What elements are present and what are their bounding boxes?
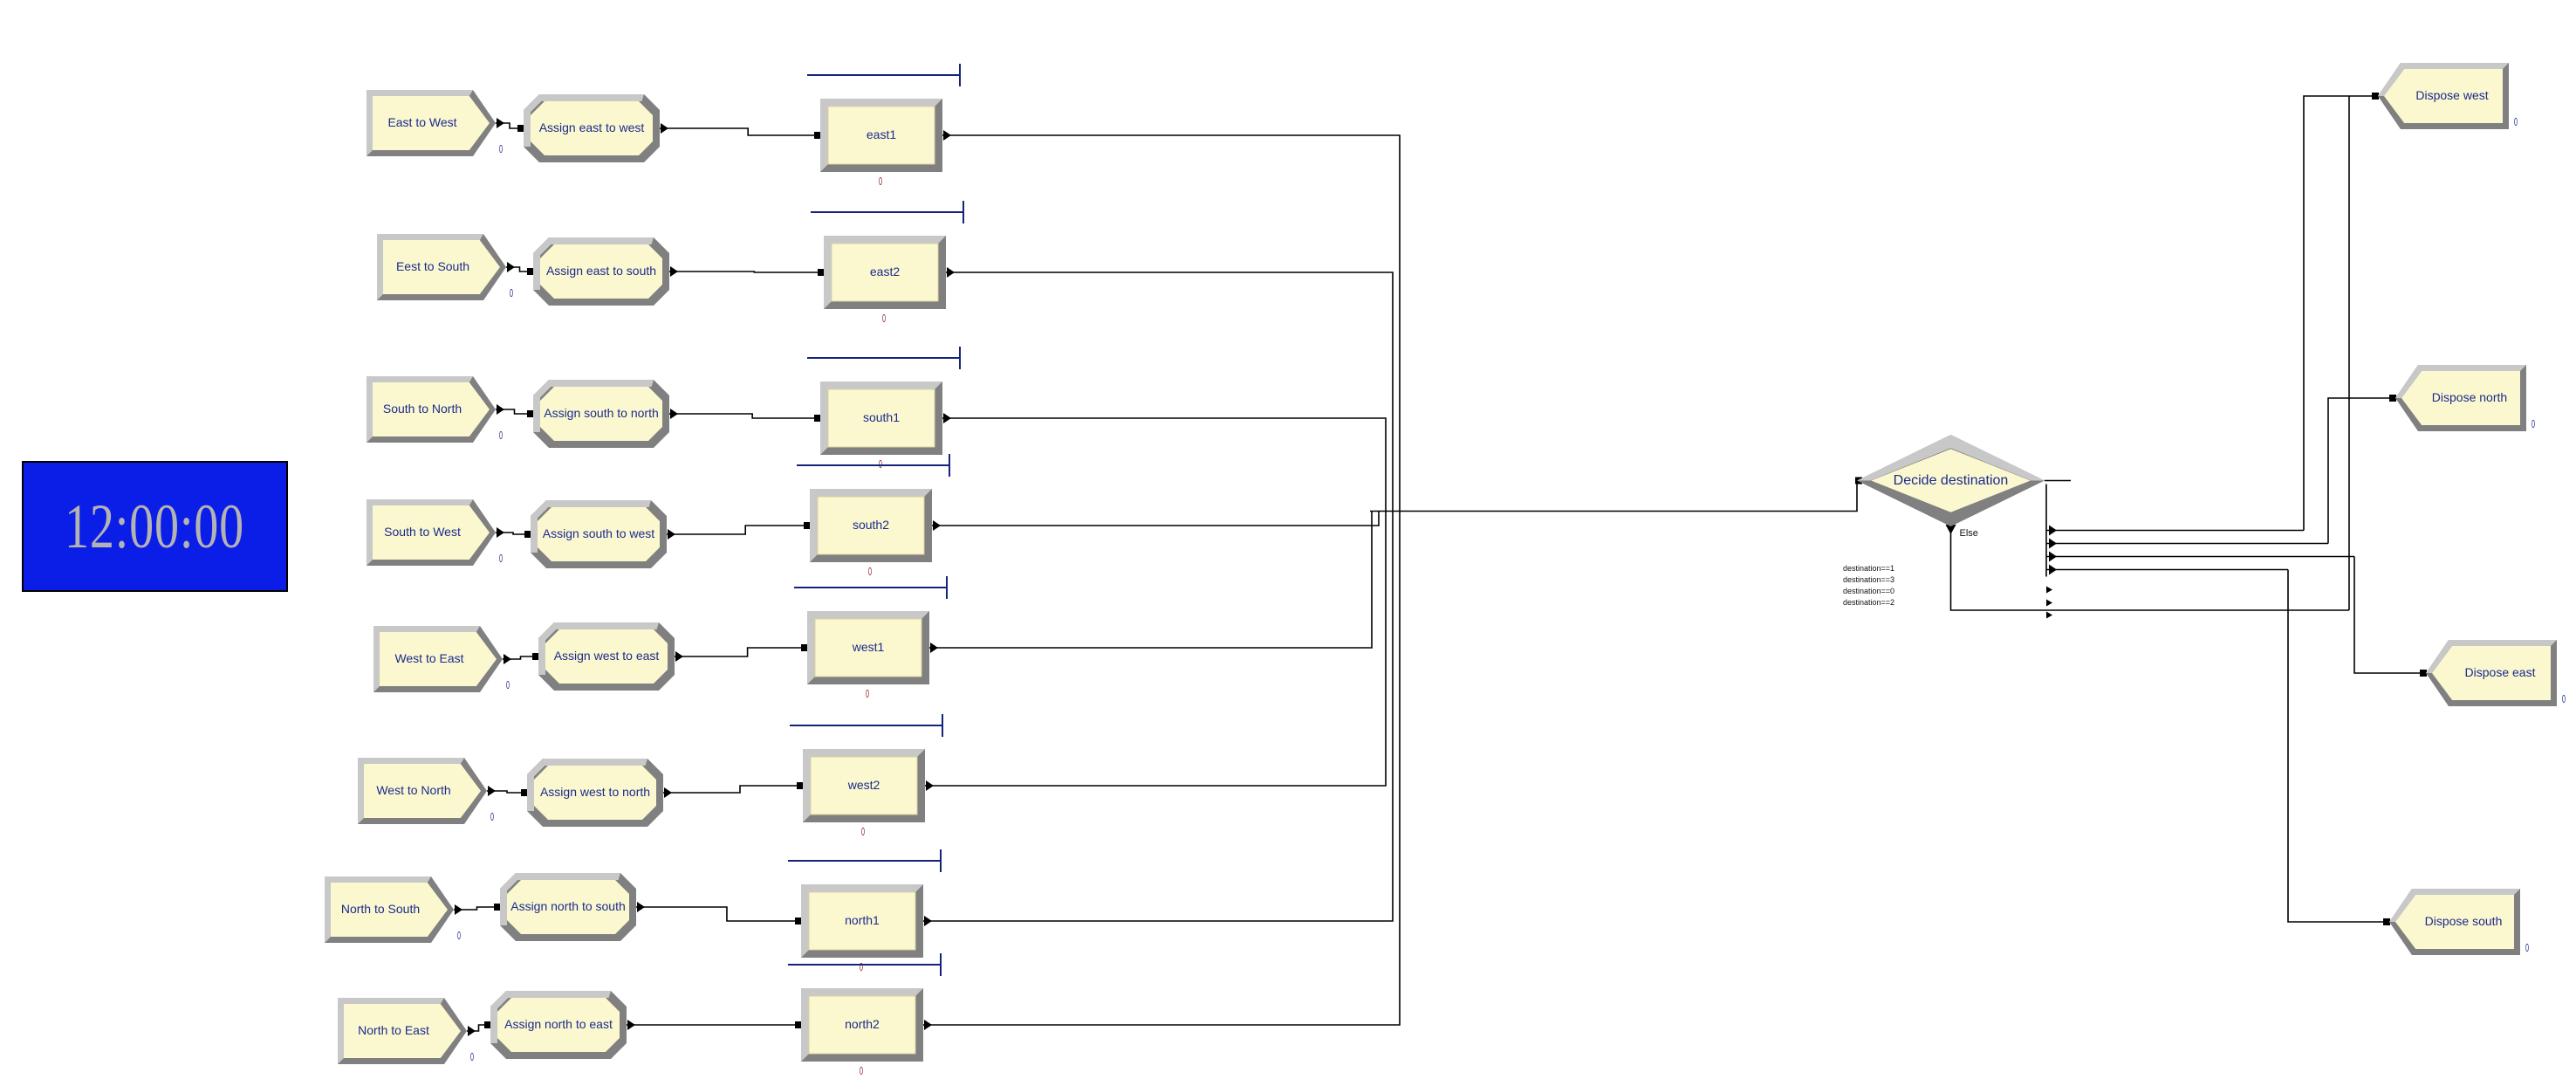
proc-east2-counter: 0 bbox=[882, 312, 886, 325]
simulation-clock: 12:00:00 bbox=[22, 461, 288, 592]
assign-west-to-east[interactable]: Assign west to east bbox=[538, 622, 675, 691]
src-north-to-east[interactable]: North to East bbox=[338, 998, 467, 1064]
queue-line bbox=[797, 464, 950, 466]
queue-line bbox=[790, 725, 943, 726]
queue-end-tick bbox=[959, 347, 961, 369]
queue-end-tick bbox=[959, 64, 961, 86]
src-south-to-north[interactable]: South to North bbox=[367, 376, 496, 443]
queue-line bbox=[807, 357, 961, 359]
queue-end-tick bbox=[949, 454, 950, 477]
proc-east1[interactable]: east1 bbox=[820, 99, 942, 172]
queue-end-tick bbox=[963, 201, 964, 223]
proc-south1[interactable]: south1 bbox=[820, 381, 942, 455]
proc-north2[interactable]: north2 bbox=[801, 988, 923, 1062]
proc-west1[interactable]: west1 bbox=[807, 611, 929, 684]
assign-east-to-south[interactable]: Assign east to south bbox=[533, 237, 669, 306]
src-west-to-north[interactable]: West to North bbox=[358, 758, 487, 824]
assign-south-to-north[interactable]: Assign south to north bbox=[533, 380, 669, 448]
queue-end-tick bbox=[942, 714, 943, 737]
decide-condition-2: destination==3 bbox=[1843, 575, 1895, 585]
src-south-to-north-counter: 0 bbox=[499, 429, 503, 442]
src-east-to-west-counter: 0 bbox=[499, 142, 503, 155]
queue-end-tick bbox=[946, 576, 948, 599]
proc-east2[interactable]: east2 bbox=[824, 236, 946, 309]
src-eest-to-south[interactable]: Eest to South bbox=[377, 234, 506, 300]
clock-time: 12:00:00 bbox=[65, 491, 245, 561]
dispose-south-counter: 0 bbox=[2525, 941, 2529, 954]
decide-condition-3: destination==0 bbox=[1843, 587, 1895, 596]
src-south-to-west[interactable]: South to West bbox=[367, 499, 496, 566]
dispose-south[interactable]: Dispose south bbox=[2389, 889, 2520, 955]
src-south-to-west-counter: 0 bbox=[499, 552, 503, 565]
decide-else-label: Else bbox=[1959, 528, 1978, 539]
queue-line bbox=[811, 211, 964, 213]
proc-north1-counter: 0 bbox=[860, 960, 863, 973]
src-east-to-west[interactable]: East to West bbox=[367, 90, 496, 156]
dispose-north-counter: 0 bbox=[2531, 417, 2535, 430]
proc-east1-counter: 0 bbox=[879, 175, 882, 188]
queue-line bbox=[794, 587, 948, 588]
proc-north1[interactable]: north1 bbox=[801, 884, 923, 958]
proc-south2-counter: 0 bbox=[868, 565, 872, 578]
assign-north-to-south[interactable]: Assign north to south bbox=[500, 873, 636, 941]
proc-south1-counter: 0 bbox=[879, 457, 882, 471]
src-west-to-east-counter: 0 bbox=[506, 678, 510, 691]
src-eest-to-south-counter: 0 bbox=[510, 286, 513, 299]
queue-line bbox=[788, 860, 942, 862]
queue-end-tick bbox=[940, 849, 942, 872]
proc-south2[interactable]: south2 bbox=[810, 489, 932, 562]
queue-line bbox=[807, 74, 961, 76]
decide-conditions: destination==1 destination==3 destination=… bbox=[1843, 563, 1894, 608]
proc-west1-counter: 0 bbox=[866, 687, 869, 700]
dispose-east-counter: 0 bbox=[2562, 692, 2566, 705]
proc-west2[interactable]: west2 bbox=[803, 749, 925, 822]
queue-line bbox=[788, 964, 942, 966]
src-west-to-north-counter: 0 bbox=[490, 810, 494, 823]
proc-north2-counter: 0 bbox=[860, 1064, 863, 1077]
dispose-north[interactable]: Dispose north bbox=[2395, 365, 2526, 431]
src-north-to-east-counter: 0 bbox=[470, 1050, 474, 1063]
assign-south-to-west[interactable]: Assign south to west bbox=[531, 500, 667, 568]
src-north-to-south-counter: 0 bbox=[457, 929, 461, 942]
src-west-to-east[interactable]: West to East bbox=[373, 626, 503, 692]
decide-condition-4: destination==2 bbox=[1843, 598, 1895, 608]
assign-north-to-east[interactable]: Assign north to east bbox=[490, 991, 627, 1059]
src-north-to-south[interactable]: North to South bbox=[325, 876, 454, 943]
queue-end-tick bbox=[940, 953, 942, 976]
proc-west2-counter: 0 bbox=[861, 825, 865, 838]
decide-condition-1: destination==1 bbox=[1843, 564, 1895, 573]
assign-east-to-west[interactable]: Assign east to west bbox=[524, 94, 660, 162]
dispose-east[interactable]: Dispose east bbox=[2426, 640, 2557, 706]
decide-destination[interactable]: Decide destination bbox=[1857, 435, 2045, 526]
dispose-west[interactable]: Dispose west bbox=[2378, 63, 2509, 129]
assign-west-to-north[interactable]: Assign west to north bbox=[527, 759, 663, 827]
dispose-west-counter: 0 bbox=[2514, 115, 2518, 128]
